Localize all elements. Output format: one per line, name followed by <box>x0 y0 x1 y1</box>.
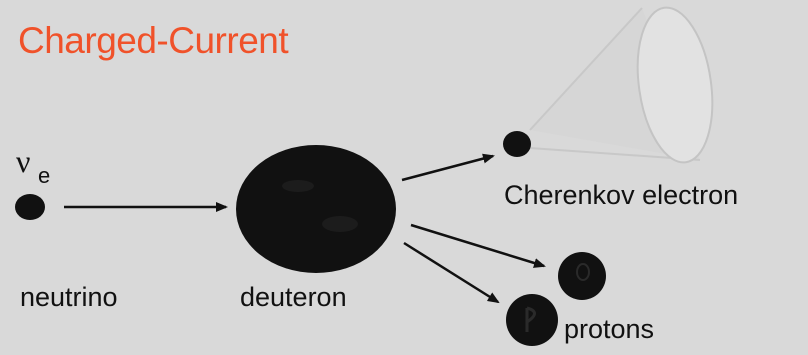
proton-lower <box>506 294 558 346</box>
deuteron-particle <box>236 145 396 273</box>
diagram-title: Charged-Current <box>18 20 289 61</box>
electron-arrow <box>401 153 495 182</box>
cherenkov-cone <box>529 6 714 164</box>
neutrino-label: neutrino <box>20 282 118 312</box>
protons-label: protons <box>564 314 655 344</box>
neutrino-particle <box>15 194 45 220</box>
proton-arrow-lower <box>403 241 500 304</box>
proton-upper <box>558 252 606 300</box>
electron-label: Cherenkov electron <box>504 180 739 210</box>
deuteron-label: deuteron <box>240 282 347 312</box>
neutrino-symbol: ν <box>16 143 31 179</box>
neutrino-subscript: e <box>38 163 51 188</box>
proton-arrow-upper <box>410 223 546 268</box>
electron-particle <box>503 131 531 157</box>
